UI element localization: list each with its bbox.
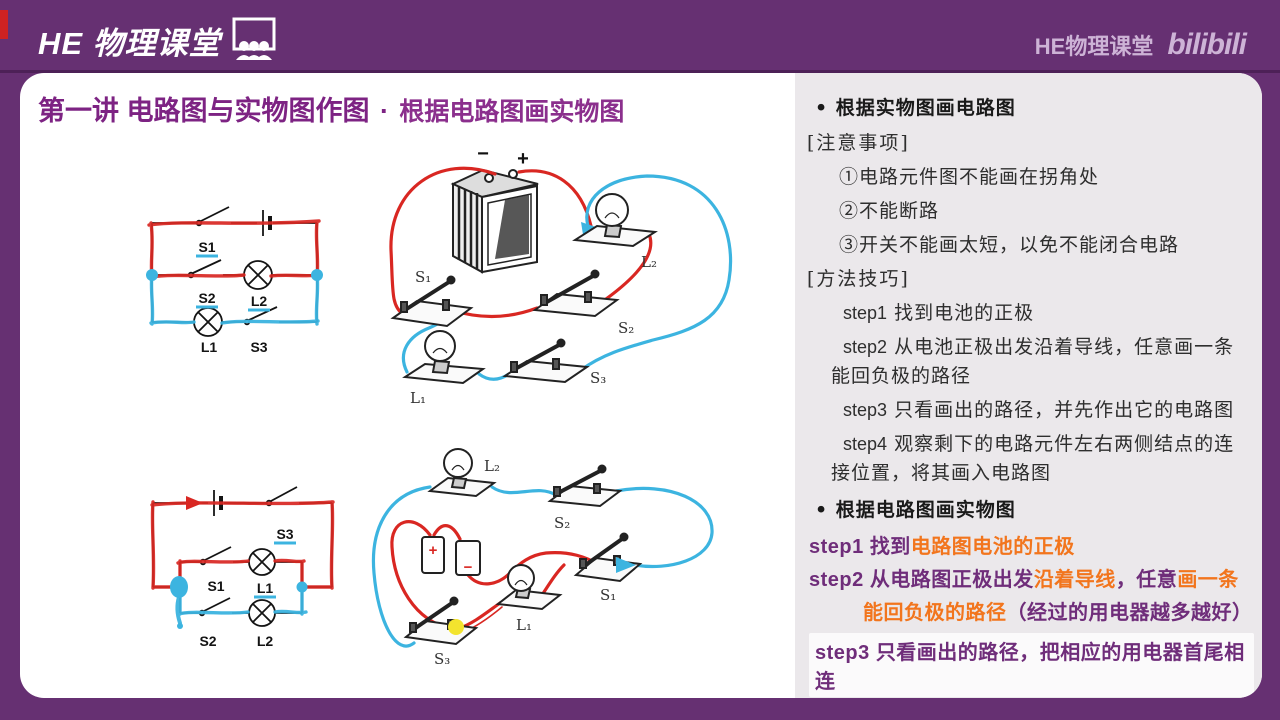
bilibili-logo: bilibili (1167, 28, 1247, 61)
schematic1-blue-marker-trace (149, 272, 320, 326)
title-separator-dot: · (379, 96, 389, 126)
switch-s3 (502, 338, 590, 384)
schematic-diagram-bottom: S3 S1 L1 S2 L2 (150, 486, 335, 649)
highlight-step-1: step1 找到电路图电池的正极 (809, 536, 1075, 558)
label-l1: L₁ (410, 389, 426, 407)
junction-drip (177, 623, 183, 629)
blue-arrow-marker (616, 557, 636, 573)
cell-plus-sign: + (429, 542, 438, 559)
current-direction-arrow (186, 496, 203, 510)
label-s1: S1 (198, 239, 215, 255)
method-step-3: step3 只看画出的路径，并先作出它的电路图 (843, 399, 1235, 421)
label-l2: L₂ (641, 253, 657, 271)
label-s1: S1 (207, 578, 224, 594)
battery-illustration (450, 168, 539, 274)
junction-blob-left (170, 576, 188, 598)
brand-left-text: HE 物理课堂 (38, 26, 221, 61)
blackboard-icon (231, 16, 279, 65)
realistic-diagram-top: − + (389, 143, 733, 407)
method-step-2: step2 从电池正极出发沿着导线，任意画一条 (843, 336, 1235, 358)
label-s2: S2 (199, 633, 216, 649)
junction-dot-left (146, 269, 158, 281)
label-l2: L₂ (484, 457, 500, 475)
label-s2: S2 (198, 290, 215, 306)
label-l1: L1 (257, 580, 274, 596)
label-s3: S₃ (590, 369, 606, 387)
junction-dot-right (311, 269, 323, 281)
caution-item-3: ③开关不能画太短，以免不能闭合电路 (839, 234, 1180, 256)
caution-item-2: ②不能断路 (839, 200, 940, 222)
header-divider (0, 70, 1280, 73)
highlight-step-2-line2: 能回负极的路径（经过的用电器越多越好） (863, 602, 1253, 624)
blue-wires (371, 485, 714, 648)
caution-item-1: ①电路元件图不能画在拐角处 (839, 166, 1100, 188)
method-step-4: step4 观察剩下的电路元件左右两侧结点的连 (843, 433, 1235, 455)
junction-dot-right (296, 581, 308, 593)
battery-minus-sign: − (477, 143, 489, 165)
highlight-step-2: step2 从电路图正极出发沿着导线，任意画一条 (809, 569, 1239, 591)
highlight-step-3: step3 只看画出的路径，把相应的用电器首尾相连 (809, 633, 1254, 697)
accent-red-strip (0, 10, 8, 39)
page-title: 第一讲 电路图与实物图作图 · 根据电路图画实物图 (38, 89, 624, 128)
bullet-icon: • (815, 499, 829, 521)
section-title-1: • 根据实物图画电路图 (815, 97, 1016, 119)
bulb-l1 (495, 564, 563, 611)
label-l2: L2 (257, 633, 274, 649)
bulb-l1 (402, 330, 486, 385)
brand-logo-left: HE 物理课堂 (38, 16, 279, 65)
realistic-diagram-bottom: + − (371, 448, 714, 668)
label-l1: L₁ (516, 616, 532, 634)
label-s3: S3 (276, 526, 293, 542)
label-s1: S₁ (415, 268, 431, 286)
method-step-2-line2: 能回负极的路径 (831, 365, 972, 387)
schematic2-red-marker-trace (150, 500, 335, 590)
switch-s2 (547, 464, 623, 508)
label-s2: S₂ (554, 514, 570, 532)
schematic1-red-marker-trace (147, 219, 322, 280)
label-l1: L1 (201, 339, 218, 355)
yellow-highlight-dot (448, 619, 464, 635)
notes-panel-background (795, 73, 1262, 698)
brand-right-text: HE物理课堂 (1034, 34, 1154, 59)
slide-card: 第一讲 电路图与实物图作图 · 根据电路图画实物图 (20, 73, 1262, 698)
cell-minus-sign: − (464, 559, 473, 576)
battery-cells (421, 536, 481, 576)
schematic1-black-circuit (151, 206, 318, 337)
switch-s2 (532, 269, 620, 318)
label-s3: S₃ (434, 650, 450, 668)
bulb-l2 (427, 448, 497, 498)
lecture-subtitle: 根据电路图画实物图 (399, 97, 625, 126)
section-title-2: • 根据电路图画实物图 (815, 499, 1016, 521)
battery-plus-sign: + (517, 148, 529, 170)
cautions-header: [注意事项] (807, 132, 910, 154)
bullet-icon: • (815, 97, 829, 119)
label-s1: S₁ (600, 586, 616, 604)
notes-panel: • 根据实物图画电路图 [注意事项] ①电路元件图不能画在拐角处 ②不能断路 ③… (795, 73, 1262, 698)
schematic-diagram-top: S1 S2 L2 L1 S3 (146, 206, 323, 355)
schematic2-blue-marker-trace (175, 587, 308, 625)
method-step-4-line2: 接位置，将其画入电路图 (831, 462, 1052, 484)
switch-s3 (403, 596, 479, 646)
methods-header: [方法技巧] (807, 268, 910, 290)
switch-s1 (390, 275, 474, 328)
label-s3: S3 (250, 339, 267, 355)
label-s2: S₂ (618, 319, 634, 337)
label-l2: L2 (251, 293, 268, 309)
brand-logo-right: HE物理课堂 bilibili (1034, 28, 1247, 62)
red-wires (390, 520, 602, 634)
method-step-1: step1 找到电池的正极 (843, 302, 1035, 324)
bulb-l2 (572, 193, 658, 248)
lecture-title: 第一讲 电路图与实物图作图 (38, 96, 370, 126)
